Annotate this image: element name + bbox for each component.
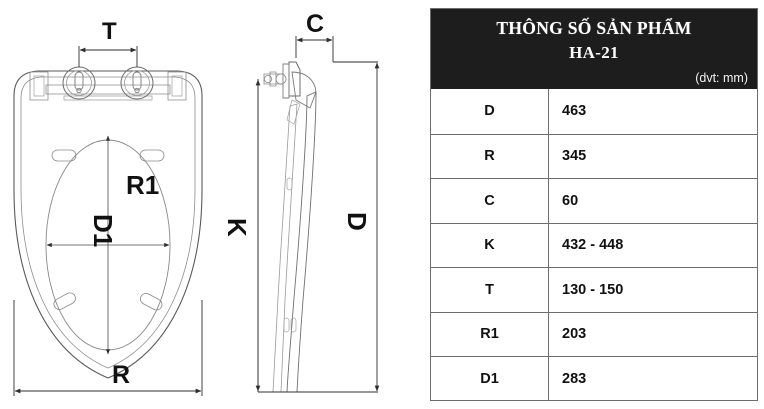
dimension-D [300, 61, 380, 393]
spec-value-cell: 432 - 448 [562, 237, 624, 254]
spec-table-title: THÔNG SỐ SẢN PHẨM [496, 18, 692, 38]
table-row: C 60 [431, 178, 757, 223]
spec-table-unit-note: (dvt: mm) [695, 71, 748, 85]
dimension-label-K: K [222, 218, 252, 237]
spec-key-cell: D [431, 89, 549, 134]
spec-value-cell: 203 [562, 326, 587, 343]
dimension-K [255, 79, 330, 393]
table-row: R 345 [431, 133, 757, 178]
dimension-C [295, 36, 334, 62]
technical-drawing: T R1 D1 R C K D [13, 10, 380, 396]
table-row: R1 203 [431, 311, 757, 356]
spec-value-cell: 283 [562, 370, 587, 387]
dimension-label-T: T [102, 18, 117, 45]
spec-key-cell: D1 [431, 357, 549, 401]
spec-table-model: HA-21 [569, 43, 619, 62]
spec-value-cell: 463 [562, 103, 587, 120]
spec-key-cell: R [431, 134, 549, 178]
dimension-label-C: C [306, 10, 325, 38]
spec-key-cell: R1 [431, 312, 549, 356]
table-row: K 432 - 448 [431, 222, 757, 267]
dimension-R [13, 300, 203, 396]
dimension-T [78, 46, 138, 67]
table-row: D 463 [431, 89, 757, 134]
dimension-label-D: D [342, 212, 372, 231]
drawing-canvas [13, 36, 380, 396]
spec-key-cell: K [431, 223, 549, 267]
spec-key-cell: C [431, 179, 549, 223]
spec-value-cell: 60 [562, 192, 579, 209]
spec-table-header: THÔNG SỐ SẢN PHẨM HA-21 (dvt: mm) [431, 9, 757, 89]
spec-value-cell: 130 - 150 [562, 281, 624, 298]
dimension-label-D1: D1 [88, 214, 118, 248]
dimension-label-R1: R1 [126, 170, 160, 200]
spec-key-cell: T [431, 268, 549, 312]
spec-value-cell: 345 [562, 148, 587, 165]
seat-side-view [263, 61, 317, 393]
table-row: T 130 - 150 [431, 267, 757, 312]
dimension-label-R: R [112, 361, 131, 389]
table-row: D1 283 [431, 356, 757, 401]
